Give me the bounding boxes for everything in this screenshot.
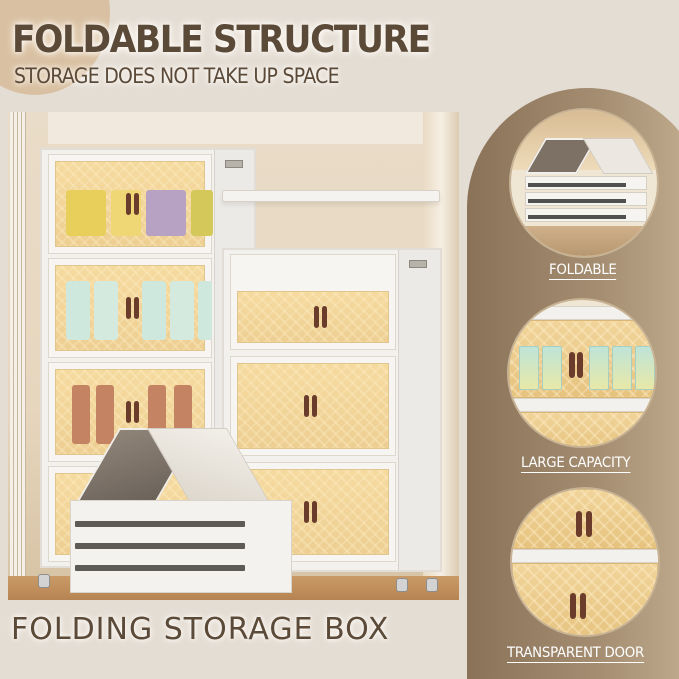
headline: FOLDABLE STRUCTURE	[12, 18, 431, 61]
door-handle	[312, 501, 317, 523]
tower-tier	[48, 258, 212, 358]
caster-wheel	[38, 574, 50, 588]
folded-box	[70, 428, 292, 593]
transparent-door	[55, 161, 213, 247]
product-photo	[8, 112, 459, 600]
tower-tier	[48, 154, 213, 254]
door-handle	[312, 395, 317, 417]
door-handle	[304, 501, 309, 523]
door-handle	[126, 297, 131, 319]
latch	[409, 260, 427, 268]
feature-label-foldable: FOLDABLE	[549, 262, 617, 280]
transparent-door-open	[237, 291, 389, 343]
door-handle	[134, 401, 139, 423]
feature-image-large-capacity	[507, 298, 657, 448]
transparent-door	[55, 265, 212, 351]
tower-tier	[230, 462, 396, 562]
wall-molding	[10, 112, 26, 582]
feature-image-foldable	[509, 108, 659, 258]
folded-box-body	[70, 500, 292, 593]
tower-tier	[230, 356, 396, 456]
tower-tier	[230, 254, 396, 350]
door-handle	[304, 395, 309, 417]
transparent-door	[237, 363, 389, 449]
subheadline: STORAGE DOES NOT TAKE UP SPACE	[14, 64, 340, 88]
door-handle	[126, 401, 131, 423]
feature-image-transparent-door	[510, 487, 660, 637]
right-tower	[222, 248, 442, 592]
caster-wheel	[426, 578, 438, 592]
door-handle	[322, 306, 327, 328]
shelf-plank	[222, 190, 440, 202]
side-panel	[398, 250, 440, 570]
footer-title: FOLDING STORAGE BOX	[11, 612, 390, 647]
wall-panel	[48, 112, 448, 144]
feature-label-large-capacity: LARGE CAPACITY	[521, 455, 631, 473]
door-handle	[126, 193, 131, 215]
door-handle	[134, 193, 139, 215]
door-handle	[134, 297, 139, 319]
door-handle	[314, 306, 319, 328]
latch	[225, 160, 243, 168]
caster-wheel	[396, 578, 408, 592]
feature-label-transparent-door: TRANSPARENT DOOR	[507, 645, 644, 663]
